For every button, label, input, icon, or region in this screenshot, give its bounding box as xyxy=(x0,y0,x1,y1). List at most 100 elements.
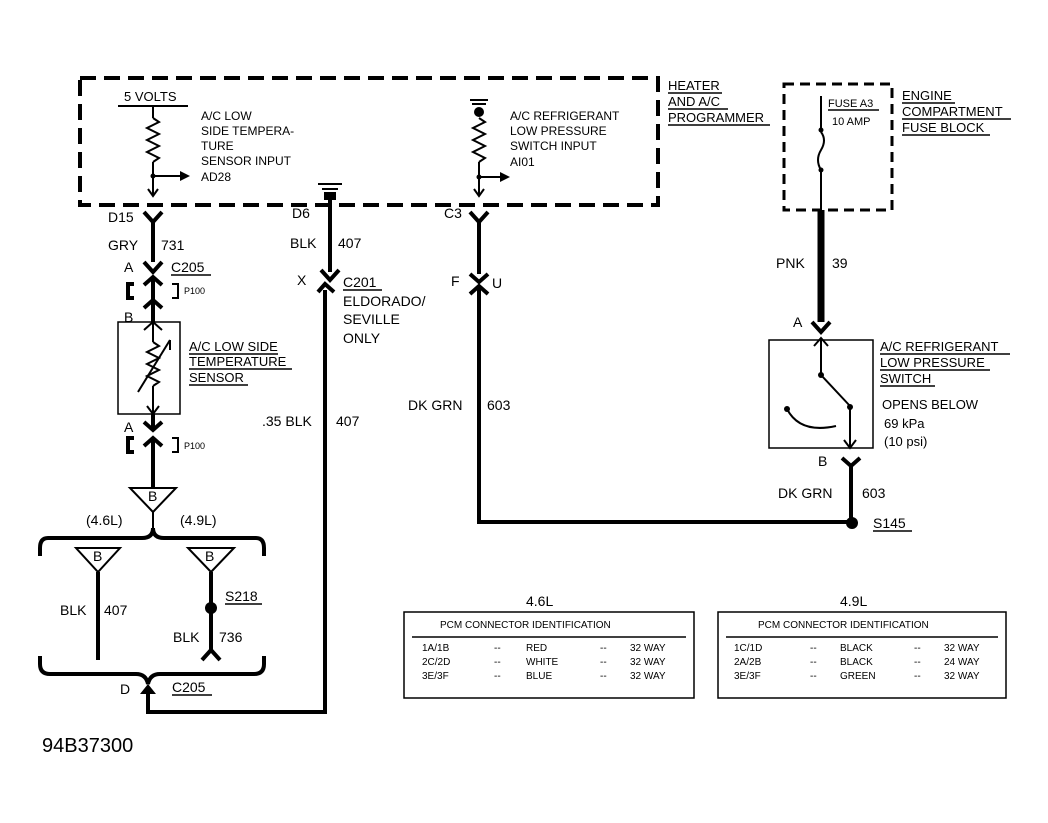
wire-blk3: BLK xyxy=(173,629,200,645)
svg-text:--: -- xyxy=(914,671,921,682)
programmer-title: HEATER AND A/C PROGRAMMER xyxy=(668,78,764,125)
svg-text:--: -- xyxy=(600,671,607,682)
d6-ground-symbol xyxy=(318,183,342,200)
svg-text:--: -- xyxy=(914,643,921,654)
wire-736: 736 xyxy=(219,629,243,645)
pin-a2: A xyxy=(124,419,134,435)
connector-p100-a: P100 xyxy=(184,286,205,296)
wire-603a: 603 xyxy=(487,397,511,413)
svg-text:32 WAY: 32 WAY xyxy=(944,671,980,682)
connector-c205-bottom: C205 xyxy=(172,679,206,695)
splice-s145-dot xyxy=(846,517,858,529)
svg-text:3E/3F: 3E/3F xyxy=(422,671,449,682)
fuse-block-box xyxy=(782,82,894,212)
connector-c205-top: C205 xyxy=(171,259,205,275)
fuse-label: FUSE A3 10 AMP xyxy=(828,98,876,128)
svg-text:1C/1D: 1C/1D xyxy=(734,643,762,654)
svg-text:BLACK: BLACK xyxy=(840,643,873,654)
svg-text:--: -- xyxy=(914,657,921,668)
variant-49: (4.9L) xyxy=(180,512,217,528)
pin-c3: C3 xyxy=(444,205,462,221)
ground-b2-triangle xyxy=(185,547,237,574)
ground-b1-triangle xyxy=(73,547,123,574)
wire-blk2: BLK xyxy=(60,602,87,618)
svg-text:--: -- xyxy=(600,657,607,668)
splice-s218-dot xyxy=(205,602,217,614)
svg-text:32 WAY: 32 WAY xyxy=(630,671,666,682)
pin-switch-b: B xyxy=(818,453,827,469)
pin-u: U xyxy=(492,275,502,291)
pressure-pullup xyxy=(470,99,510,198)
variant-46: (4.6L) xyxy=(86,512,123,528)
pin-a1: A xyxy=(124,259,134,275)
pcm-table-2-rows: 1C/1D -- BLACK -- 32 WAY 2A/2B -- BLACK … xyxy=(734,643,980,682)
pin-switch-a: A xyxy=(793,314,803,330)
svg-text:--: -- xyxy=(494,643,501,654)
pcm-table-2-heading: 4.9L xyxy=(840,593,867,609)
fuse-symbol xyxy=(817,96,825,210)
connector-p100-b: P100 xyxy=(184,441,205,451)
pcm-table-1 xyxy=(403,611,695,699)
connector-c201: C201 xyxy=(343,274,377,290)
pin-x: X xyxy=(297,272,307,288)
wire-pnk: PNK xyxy=(776,255,805,271)
svg-text:32 WAY: 32 WAY xyxy=(944,643,980,654)
pressure-switch-note: OPENS BELOW 69 kPa (10 psi) xyxy=(882,397,982,449)
svg-text:3E/3F: 3E/3F xyxy=(734,671,761,682)
pcm-table-2 xyxy=(717,611,1007,699)
svg-text:--: -- xyxy=(810,671,817,682)
svg-text:--: -- xyxy=(494,657,501,668)
pcm-table-1-title: PCM CONNECTOR IDENTIFICATION xyxy=(440,620,611,631)
c201-note: ELDORADO/ SEVILLE ONLY xyxy=(343,293,429,346)
ground-b2-label: B xyxy=(205,548,214,564)
svg-text:RED: RED xyxy=(526,643,547,654)
wire-dkgrn1: DK GRN xyxy=(408,397,462,413)
splice-s218: S218 xyxy=(225,588,258,604)
five-volts-label: 5 VOLTS xyxy=(124,89,177,104)
temp-input-label: A/C LOW SIDE TEMPERA- TURE SENSOR INPUT … xyxy=(201,109,297,184)
svg-text:24 WAY: 24 WAY xyxy=(944,657,980,668)
pin-b1: B xyxy=(124,309,133,325)
pressure-input-label: A/C REFRIGERANT LOW PRESSURE SWITCH INPU… xyxy=(510,109,622,169)
wire-gry: GRY xyxy=(108,237,139,253)
temperature-sensor-label: A/C LOW SIDE TEMPERATURE SENSOR xyxy=(189,339,290,385)
temperature-sensor-box xyxy=(117,321,181,415)
pin-d6: D6 xyxy=(292,205,310,221)
pin-d: D xyxy=(120,681,130,697)
fuse-block-title: ENGINE COMPARTMENT FUSE BLOCK xyxy=(902,88,1006,135)
pullup-resistor xyxy=(144,106,190,198)
svg-text:BLACK: BLACK xyxy=(840,657,873,668)
svg-text:--: -- xyxy=(810,657,817,668)
figure-id: 94B37300 xyxy=(42,735,133,757)
ground-b1-label: B xyxy=(93,548,102,564)
pin-d15: D15 xyxy=(108,209,134,225)
wire-407c: 407 xyxy=(104,602,128,618)
wire-dkgrn2: DK GRN xyxy=(778,485,832,501)
ground-b-label: B xyxy=(148,488,157,504)
svg-text:WHITE: WHITE xyxy=(526,657,559,668)
svg-text:BLUE: BLUE xyxy=(526,671,552,682)
svg-text:--: -- xyxy=(810,643,817,654)
wire-blk35: .35 BLK xyxy=(262,413,312,429)
wire-39: 39 xyxy=(832,255,848,271)
wire-603b: 603 xyxy=(862,485,886,501)
wire-blk1: BLK xyxy=(290,235,317,251)
svg-text:GREEN: GREEN xyxy=(840,671,876,682)
wire-731: 731 xyxy=(161,237,185,253)
programmer-box xyxy=(78,76,660,207)
ground-b-triangle xyxy=(127,487,179,514)
wire-407b: 407 xyxy=(336,413,360,429)
splice-s145: S145 xyxy=(873,515,906,531)
svg-text:32 WAY: 32 WAY xyxy=(630,657,666,668)
pcm-table-1-heading: 4.6L xyxy=(526,593,553,609)
svg-text:2C/2D: 2C/2D xyxy=(422,657,450,668)
pin-f: F xyxy=(451,273,460,289)
pcm-table-1-rows: 1A/1B -- RED -- 32 WAY 2C/2D -- WHITE --… xyxy=(422,643,666,682)
wire-407a: 407 xyxy=(338,235,362,251)
svg-text:--: -- xyxy=(600,643,607,654)
pressure-switch-label: A/C REFRIGERANT LOW PRESSURE SWITCH xyxy=(880,339,1002,386)
svg-text:--: -- xyxy=(494,671,501,682)
svg-text:2A/2B: 2A/2B xyxy=(734,657,762,668)
pcm-table-2-title: PCM CONNECTOR IDENTIFICATION xyxy=(758,620,929,631)
